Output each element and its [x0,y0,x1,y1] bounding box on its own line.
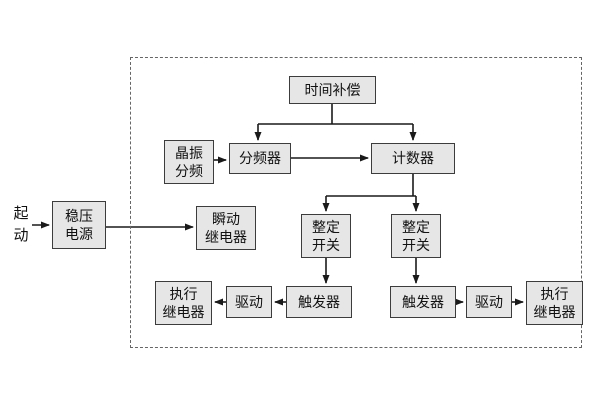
node-power-supply: 稳压 电源 [52,201,106,249]
node-frequency-divider-label: 分频器 [239,150,281,167]
node-setting-switch-right-line1: 整定 [402,218,430,235]
node-setting-switch-left-line2: 开关 [312,237,340,253]
node-power-supply-line2: 电源 [65,226,93,242]
node-instant-relay-line1: 瞬动 [212,210,240,227]
node-trigger-left: 触发器 [286,286,352,318]
node-frequency-divider: 分频器 [229,143,291,174]
dashed-enclosure [130,57,582,348]
node-exec-relay-left-line2: 继电器 [162,304,205,320]
node-drive-right: 驱动 [466,286,512,318]
node-setting-switch-left: 整定 开关 [301,214,351,258]
node-exec-relay-right-line2: 继电器 [533,304,576,320]
node-exec-relay-right: 执行 继电器 [526,281,583,325]
node-setting-switch-right-line2: 开关 [402,237,430,253]
node-counter: 计数器 [371,143,455,174]
node-instant-relay-line2: 继电器 [205,229,247,245]
node-crystal-divider-line2: 分频 [175,163,203,179]
node-crystal-divider-line1: 晶振 [175,144,203,161]
node-trigger-right-label: 触发器 [402,293,444,310]
node-instant-relay: 瞬动 继电器 [196,206,256,250]
node-crystal-divider: 晶振 分频 [164,140,214,184]
node-exec-relay-left-line1: 执行 [169,285,198,302]
node-exec-relay-right-line1: 执行 [540,285,569,302]
node-setting-switch-right: 整定 开关 [391,214,441,258]
wire-timecomp-branch [258,104,413,125]
node-setting-switch-left-line1: 整定 [312,218,340,235]
node-exec-relay-left: 执行 继电器 [155,281,212,325]
node-drive-right-label: 驱动 [475,293,503,310]
node-time-compensation: 时间补偿 [289,76,376,104]
node-drive-left: 驱动 [226,286,272,318]
node-trigger-left-label: 触发器 [298,293,340,310]
start-label-line2: 动 [13,227,29,244]
start-label-line1: 起 [13,204,29,222]
node-power-supply-line1: 稳压 [65,207,93,224]
start-label: 起 动 [8,201,34,249]
node-trigger-right: 触发器 [390,286,456,318]
wire-counter-branch [326,174,416,197]
node-time-compensation-label: 时间补偿 [304,81,361,98]
node-counter-label: 计数器 [392,150,434,167]
node-drive-left-label: 驱动 [235,293,263,310]
